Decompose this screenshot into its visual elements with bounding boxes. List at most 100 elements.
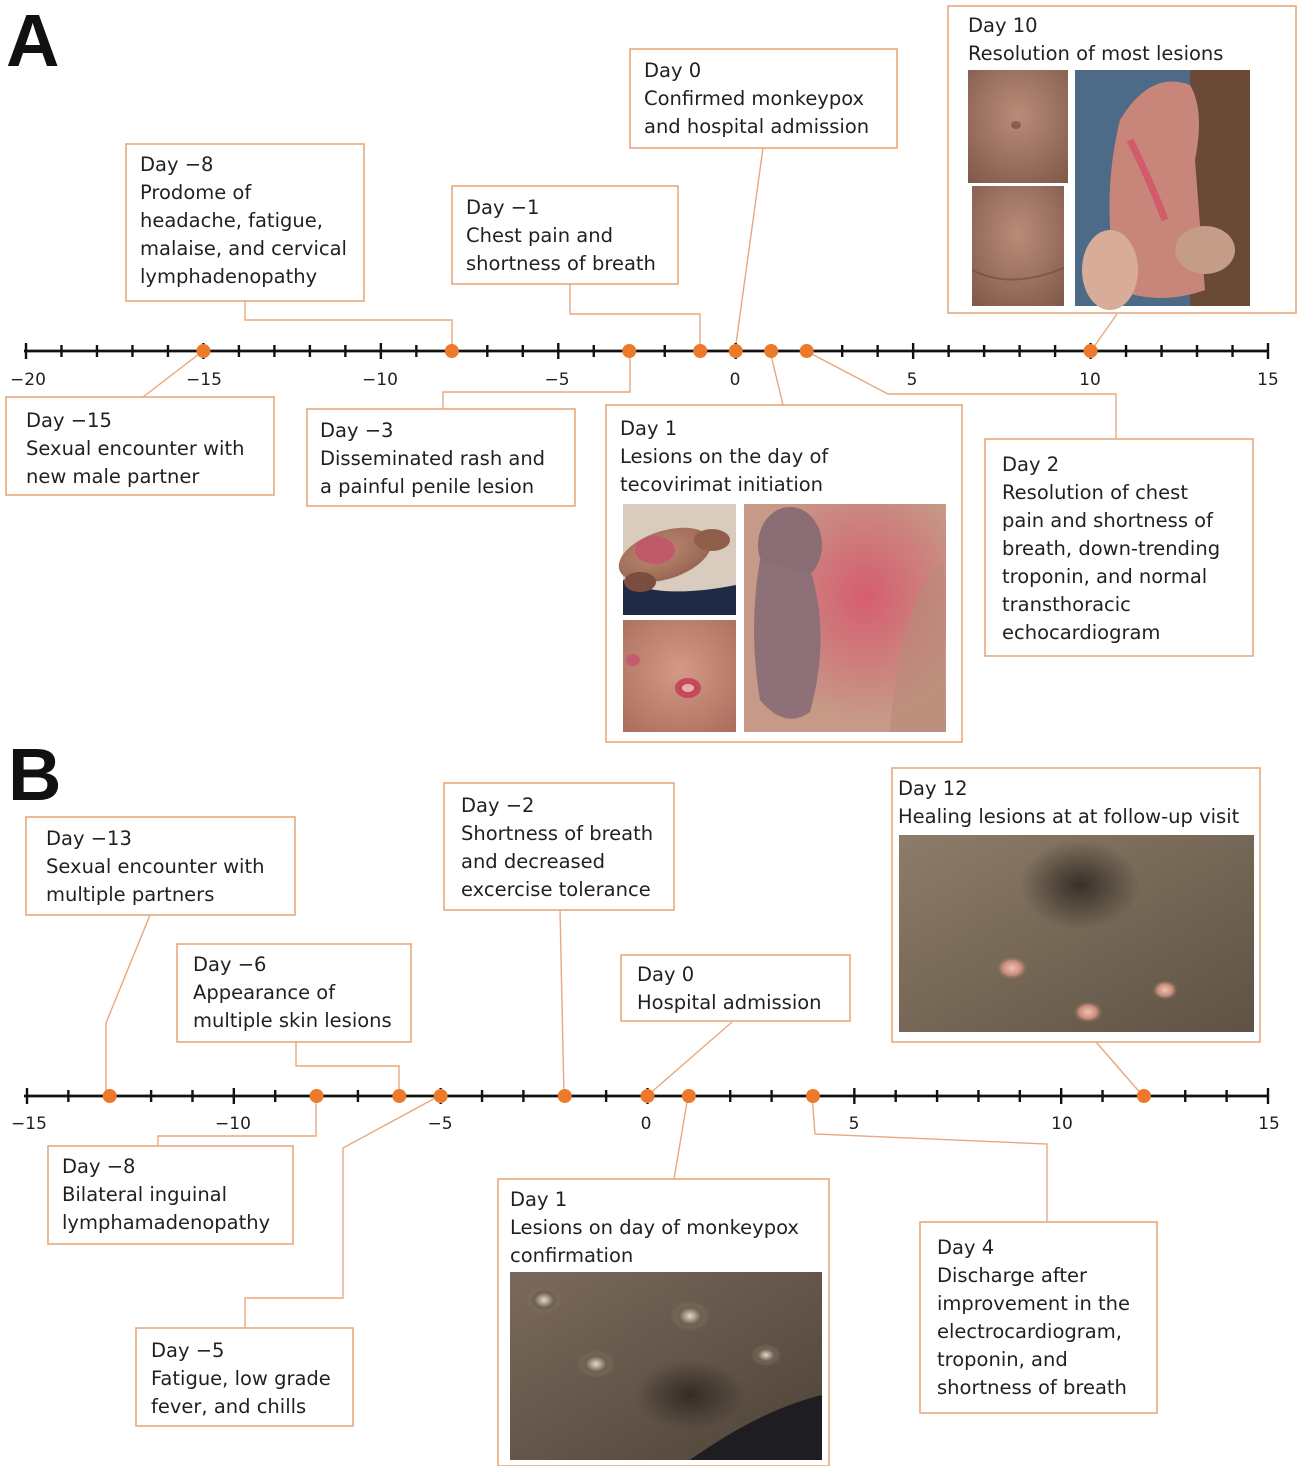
event-description: Appearance of <box>193 981 336 1004</box>
event-dot <box>392 1089 406 1103</box>
event-description: Lesions on day of monkeypox <box>510 1216 799 1239</box>
event-dot <box>558 1089 572 1103</box>
event-box: Day 1 Lesions on day of monkeypox confir… <box>498 1179 829 1466</box>
event-box: Day 4 Discharge after improvement in the… <box>920 1222 1157 1413</box>
tick-label: −10 <box>215 1114 251 1134</box>
event-box: Day 12 Healing lesions at at follow-up v… <box>892 768 1260 1042</box>
lesion-photo <box>510 1272 822 1460</box>
event-day: Day 0 <box>637 963 694 986</box>
event-description: shortness of breath <box>937 1376 1127 1399</box>
tick-label: 15 <box>1258 1114 1280 1134</box>
event-box: Day −3 Disseminated rash and a painful p… <box>307 409 575 506</box>
event-box: Day −1 Chest pain and shortness of breat… <box>452 186 678 284</box>
event-description: shortness of breath <box>466 252 656 275</box>
event-day: Day −2 <box>461 794 534 817</box>
event-description: Healing lesions at at follow-up visit <box>898 805 1240 828</box>
event-day: Day 2 <box>1002 453 1059 476</box>
event-day: Day −5 <box>151 1339 224 1362</box>
panel-b: B −15 −10 −5 0 5 10 15 <box>8 733 1280 1466</box>
event-day: Day 1 <box>620 417 677 440</box>
event-description: excercise tolerance <box>461 878 651 901</box>
healed-skin-photo <box>972 186 1064 306</box>
event-box: Day 2 Resolution of chest pain and short… <box>985 439 1253 656</box>
event-day: Day −8 <box>140 153 213 176</box>
event-description: new male partner <box>26 465 200 488</box>
event-dot <box>310 1089 324 1103</box>
event-day: Day 0 <box>644 59 701 82</box>
event-dot <box>196 344 210 358</box>
event-description: tecovirimat initiation <box>620 473 823 496</box>
event-description: transthoracic <box>1002 593 1131 616</box>
event-description: Shortness of breath <box>461 822 653 845</box>
event-box: Day −6 Appearance of multiple skin lesio… <box>177 944 411 1042</box>
tick-label: −15 <box>186 370 222 390</box>
event-day: Day 4 <box>937 1236 994 1259</box>
tick-label: −20 <box>10 370 46 390</box>
event-dot <box>682 1089 696 1103</box>
event-box: Day 0 Confirmed monkeypox and hospital a… <box>630 49 897 148</box>
event-description: Sexual encounter with <box>26 437 244 460</box>
event-box: Day −2 Shortness of breath and decreased… <box>444 783 674 910</box>
event-description: fever, and chills <box>151 1395 306 1418</box>
event-description: breath, down-trending <box>1002 537 1220 560</box>
event-description: Disseminated rash and <box>320 447 545 470</box>
event-day: Day −3 <box>320 419 393 442</box>
tick-labels: −20 −15 −10 −5 0 5 10 15 <box>10 370 1279 390</box>
event-dot <box>622 344 636 358</box>
event-box: Day −13 Sexual encounter with multiple p… <box>26 817 295 915</box>
event-description: multiple skin lesions <box>193 1009 392 1032</box>
tick-label: −5 <box>427 1114 452 1134</box>
event-description: troponin, and <box>937 1348 1068 1371</box>
event-description: improvement in the <box>937 1292 1130 1315</box>
event-description: troponin, and normal <box>1002 565 1207 588</box>
tick-label: 10 <box>1079 370 1101 390</box>
event-description: Prodome of <box>140 181 252 204</box>
healing-lesion-photo <box>899 835 1254 1032</box>
healed-lesion-photo <box>1075 70 1250 310</box>
event-day: Day 1 <box>510 1188 567 1211</box>
tick-labels: −15 −10 −5 0 5 10 15 <box>11 1114 1280 1134</box>
tick-label: 10 <box>1051 1114 1073 1134</box>
tick-label: 15 <box>1257 370 1279 390</box>
event-dot <box>806 1089 820 1103</box>
event-description: and decreased <box>461 850 605 873</box>
event-description: Lesions on the day of <box>620 445 829 468</box>
event-description: malaise, and cervical <box>140 237 347 260</box>
event-description: pain and shortness of <box>1002 509 1214 532</box>
event-dot <box>103 1089 117 1103</box>
event-description: Confirmed monkeypox <box>644 87 864 110</box>
healed-skin-photo <box>968 70 1068 183</box>
event-day: Day −15 <box>26 409 112 432</box>
event-description: echocardiogram <box>1002 621 1160 644</box>
tick-label: −15 <box>11 1114 47 1134</box>
event-box: Day 1 Lesions on the day of tecovirimat … <box>606 405 962 742</box>
event-description: Hospital admission <box>637 991 822 1014</box>
event-description: Discharge after <box>937 1264 1088 1287</box>
event-description: Bilateral inguinal <box>62 1183 227 1206</box>
event-description: headache, fatigue, <box>140 209 323 232</box>
event-dot <box>800 344 814 358</box>
panel-a: A −20 −15 −10 −5 0 5 10 15 <box>6 0 1296 742</box>
event-description: Fatigue, low grade <box>151 1367 331 1390</box>
event-description: and hospital admission <box>644 115 869 138</box>
event-description: confirmation <box>510 1244 633 1267</box>
event-box: Day −15 Sexual encounter with new male p… <box>6 397 274 495</box>
event-dot <box>729 344 743 358</box>
tick-label: 0 <box>641 1114 652 1134</box>
event-description: Resolution of most lesions <box>968 42 1223 65</box>
panel-label: B <box>8 733 61 816</box>
event-box: Day −8 Bilateral inguinal lymphamadenopa… <box>48 1146 293 1244</box>
event-day: Day −6 <box>193 953 266 976</box>
tick-label: −5 <box>544 370 569 390</box>
lesion-photo <box>744 504 946 732</box>
event-day: Day −13 <box>46 827 132 850</box>
tick-label: 0 <box>730 370 741 390</box>
lesion-photo <box>623 620 736 732</box>
event-description: a painful penile lesion <box>320 475 534 498</box>
timeline-axis: −20 −15 −10 −5 0 5 10 15 <box>10 343 1279 390</box>
event-dot <box>1084 344 1098 358</box>
event-dot <box>641 1089 655 1103</box>
event-box: Day −5 Fatigue, low grade fever, and chi… <box>136 1328 353 1426</box>
event-description: lymphadenopathy <box>140 265 317 288</box>
